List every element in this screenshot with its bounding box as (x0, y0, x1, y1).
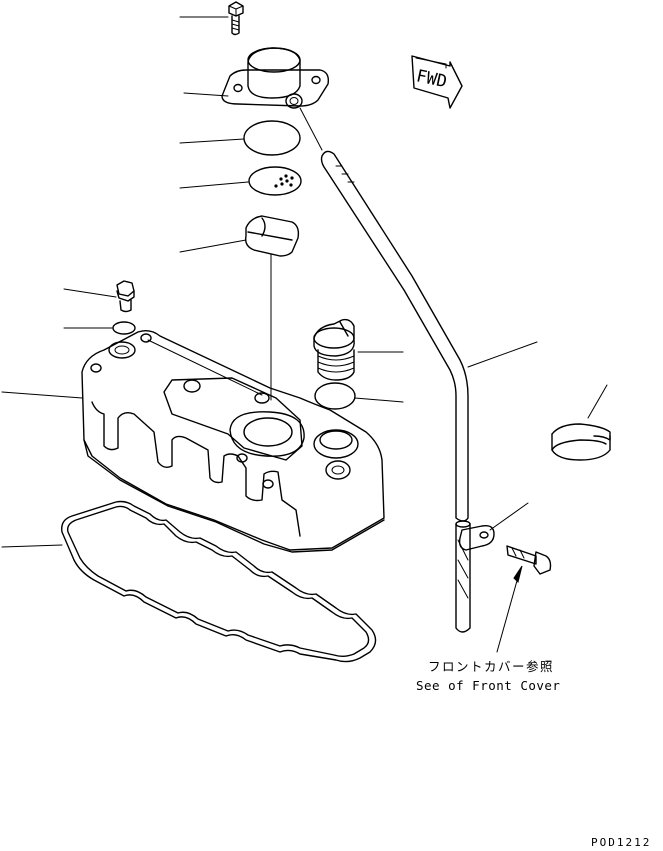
baffle-clip (244, 215, 300, 257)
breather-cap (221, 47, 330, 109)
note-japanese: フロントカバー参照 (428, 659, 554, 674)
breather-element (248, 166, 302, 196)
leader-lines (1, 16, 608, 548)
leader-cylinder-head-cover (1, 391, 83, 399)
leader-hose-bracket (489, 502, 529, 531)
hose-clamp (551, 423, 611, 461)
leader-plate (147, 339, 263, 396)
leader-breather-cap (183, 92, 229, 97)
bracket-bolt (506, 545, 552, 575)
leader-breather-hose (467, 341, 538, 368)
element-holes-icon (274, 174, 294, 188)
o-ring (112, 321, 136, 335)
leader-cover-gasket (1, 544, 63, 548)
filler-cap-gasket (314, 382, 356, 410)
leader-breather-element (179, 181, 249, 189)
front-cover-note: フロントカバー参照 See of Front Cover (416, 659, 560, 693)
reference-arrow-icon (496, 565, 523, 653)
fwd-label: FWD (414, 66, 448, 92)
hose-bracket (458, 524, 495, 551)
leader-baffle-clip (179, 239, 247, 253)
breather-gasket (243, 120, 301, 156)
breather-hose (299, 107, 471, 633)
note-english: See of Front Cover (416, 678, 560, 693)
leader-hose-clamp (587, 384, 608, 419)
drawing-code: POD1212 (591, 836, 651, 849)
leader-breather-gasket (179, 138, 245, 144)
fwd-direction-icon: FWD (411, 55, 463, 109)
leader-filler-cap-gasket (354, 397, 404, 403)
cover-gasket (61, 500, 377, 663)
oil-filler-cap (313, 318, 355, 381)
cap-bolt (228, 1, 244, 36)
plug (116, 280, 135, 313)
leader-plug (63, 288, 117, 298)
cylinder-head-cover (81, 329, 385, 553)
